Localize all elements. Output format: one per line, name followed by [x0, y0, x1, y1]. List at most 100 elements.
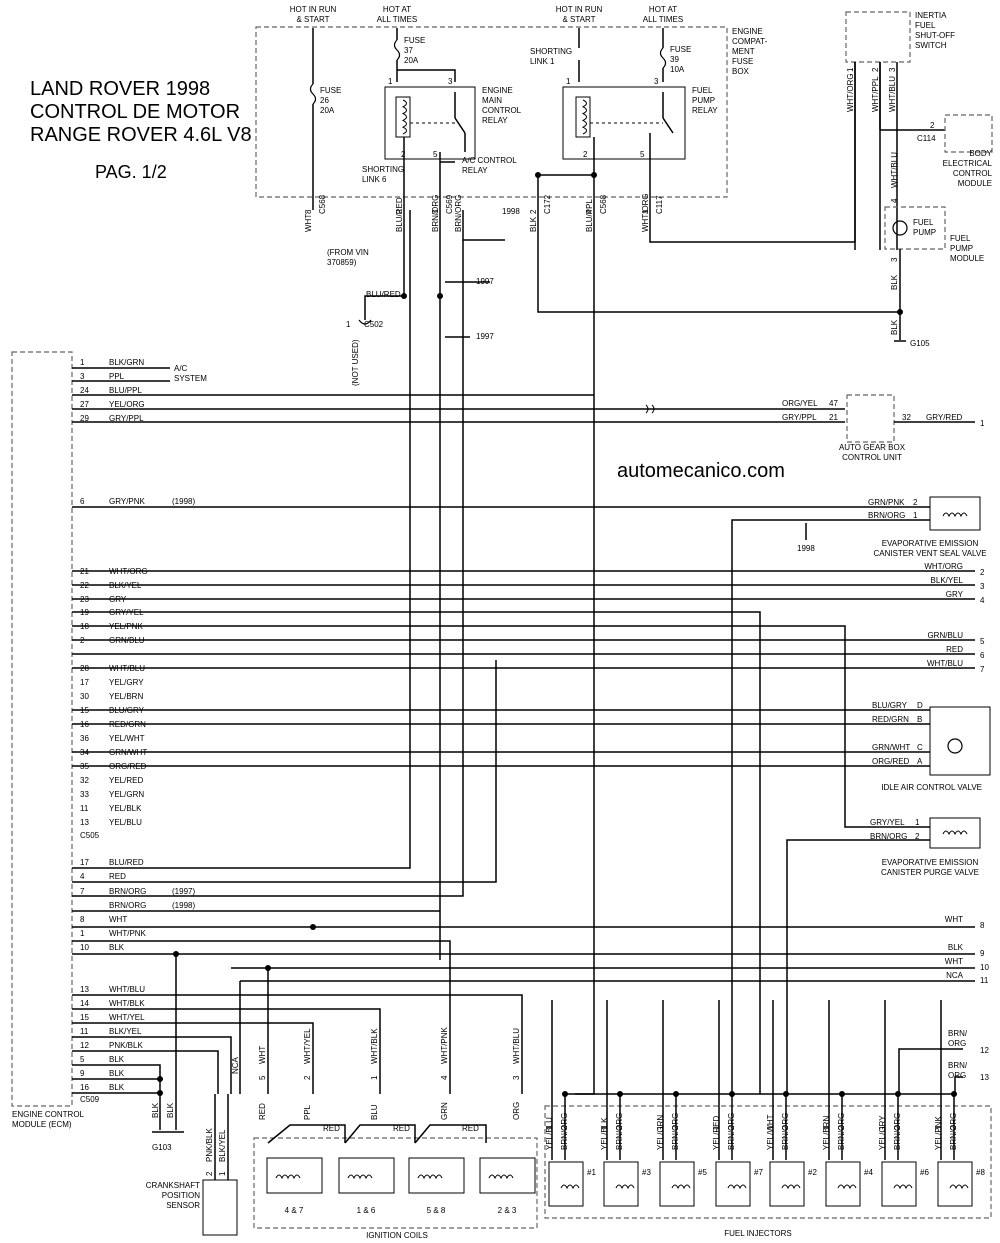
- wire-color: WHT/BLK: [370, 1028, 379, 1064]
- wire-color: WHT/BLU: [927, 659, 963, 668]
- connector-label: C172: [543, 194, 552, 214]
- connector-label: C117: [655, 195, 664, 214]
- pin-label: 2: [781, 1125, 790, 1130]
- hot-all-times-label-line: HOT AT: [649, 5, 677, 14]
- wire-color: WHT/BLU: [888, 76, 897, 112]
- ecm-pin: 3: [80, 372, 85, 381]
- ecm-pin: 7: [80, 887, 85, 896]
- wire-brn-org: [954, 1076, 963, 1094]
- ecm-wire-color: GRY: [109, 595, 127, 604]
- injector-unit: [659, 1161, 695, 1207]
- fuel-relay-winding: [575, 96, 591, 138]
- connector-c502: [358, 319, 372, 325]
- ecm-wire-color: BLK/YEL: [109, 1027, 142, 1036]
- vent-valve-label-line: EVAPORATIVE EMISSION: [882, 539, 979, 548]
- injector-unit: [603, 1161, 639, 1207]
- ecm-wire-color: YEL/BLU: [109, 818, 142, 827]
- ecm-pin: 19: [80, 608, 89, 617]
- splice-dot: [157, 1076, 163, 1082]
- injector-unit: [881, 1161, 917, 1207]
- wire-blu-ppl: [575, 210, 595, 1095]
- pin-label: 2: [913, 498, 918, 507]
- fuse-box-label-line: ENGINE: [732, 27, 763, 36]
- ac-relay-label-line: A/C CONTROL: [462, 156, 517, 165]
- hot-run-start-label-line: HOT IN RUN: [556, 5, 603, 14]
- fuse37-label-line: FUSE: [404, 36, 425, 45]
- pin-label: 1: [846, 67, 855, 72]
- pin-label: 5: [433, 150, 438, 159]
- pin-label: 2: [560, 1125, 569, 1130]
- coil-feed-color: ORG: [512, 1102, 521, 1120]
- ecm-pin: 36: [80, 734, 89, 743]
- fuel-relay-label-line: RELAY: [692, 106, 718, 115]
- ecm-wire-color: BLU/PPL: [109, 386, 142, 395]
- ecm-pin: 21: [80, 567, 89, 576]
- ecm-wire-color: PNK/BLK: [109, 1041, 143, 1050]
- pin-label: 2: [583, 150, 588, 159]
- year-mark: 1997: [476, 332, 494, 341]
- body-module-label-line: MODULE: [958, 179, 992, 188]
- wire-yel-pnk: [72, 625, 930, 828]
- injector-number: #4: [864, 1168, 873, 1177]
- ecm-pin: 22: [80, 581, 89, 590]
- fuse26-label-line: FUSE: [320, 86, 341, 95]
- ecm-wire-color: YEL/GRN: [109, 790, 144, 799]
- wire-color: WHT/BLU: [512, 1028, 521, 1064]
- ecm-pin: 15: [80, 706, 89, 715]
- wire-color: BLK: [948, 943, 964, 952]
- ecm-wire-color: RED: [109, 872, 126, 881]
- wire-color: WHT/ORG: [924, 562, 963, 571]
- injector-unit: [937, 1161, 973, 1207]
- inertia-switch: [845, 11, 911, 63]
- main-relay-winding: [395, 96, 411, 138]
- ecm-pin: 6: [80, 497, 85, 506]
- ecm-pin: 29: [80, 414, 89, 423]
- wire-color: WHT/PPL: [871, 76, 880, 112]
- coil-unit: [408, 1157, 465, 1194]
- pin-label: 1: [712, 1125, 721, 1130]
- wire-color: BRN/ORG: [671, 1113, 680, 1150]
- ecm-wire-color: BLK/YEL: [109, 581, 142, 590]
- wire-color: BRN/ORG: [870, 832, 907, 841]
- ecm-pin: 10: [80, 943, 89, 952]
- pin-label: 1: [913, 511, 918, 520]
- pin-label: 4: [890, 198, 899, 203]
- ecm-wire-note: (1997): [172, 887, 195, 896]
- pin-label: 2: [615, 1125, 624, 1130]
- wire-gry-yel: [72, 611, 761, 1094]
- coil-primary: [488, 1174, 514, 1180]
- ecm-pin: 16: [80, 720, 89, 729]
- hot-run-start-label-line: & START: [562, 15, 595, 24]
- gearbox-label-line: AUTO GEAR BOX: [839, 443, 906, 452]
- wire-break: [645, 404, 655, 414]
- connector-label: C568: [599, 194, 608, 214]
- ecm-label-line: MODULE (ECM): [12, 1120, 72, 1129]
- fuse26-label-line: 20A: [320, 106, 335, 115]
- relay-contact: [454, 117, 466, 134]
- coil-red-label: RED: [323, 1124, 340, 1133]
- wire-color: GRN/WHT: [872, 743, 910, 752]
- pin-label: 1: [370, 1075, 379, 1080]
- pin-label: 32: [902, 413, 911, 422]
- ecm-wire-color: GRN/BLU: [109, 636, 145, 645]
- injector-unit: [715, 1161, 751, 1207]
- pin-label: 3: [654, 77, 659, 86]
- wire-color: RED/GRN: [872, 715, 909, 724]
- connector-label: C114: [917, 134, 936, 143]
- ecm-box: [11, 351, 73, 1107]
- wire-color: YEL/RED: [712, 1116, 721, 1150]
- pin-label: 3: [448, 77, 453, 86]
- wire-color: YEL/GRY: [878, 1115, 887, 1150]
- ecm-pin: 17: [80, 858, 89, 867]
- ecm-wire-color: BRN/ORG: [109, 887, 146, 896]
- main-relay-label-line: RELAY: [482, 116, 508, 125]
- wire-color: WHT: [304, 214, 313, 232]
- wire-color-line: ORG: [948, 1039, 966, 1048]
- ecm-pin: 17: [80, 678, 89, 687]
- brn-org-1998: [462, 210, 505, 241]
- injector-coil: [615, 1184, 635, 1190]
- wire-color: NCA: [946, 971, 964, 980]
- coil-feed-color: GRN: [440, 1102, 449, 1120]
- ecm-pin: 5: [80, 1055, 85, 1064]
- injector-unit: [548, 1161, 584, 1207]
